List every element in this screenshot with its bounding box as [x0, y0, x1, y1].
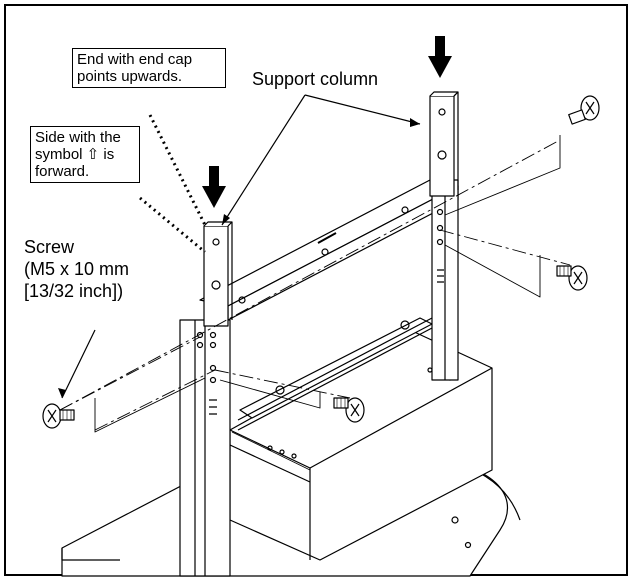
- callout-end-cap-line-1: End with end cap: [77, 51, 193, 68]
- callout-symbol-side-line-2: symbol ⇧ is: [35, 146, 115, 163]
- screw-guide-boxes: [94, 135, 561, 433]
- support-column-left: [203, 221, 233, 327]
- rear-right-upright: [431, 179, 459, 381]
- screw-left: [42, 403, 75, 429]
- support-column-right: [429, 91, 459, 197]
- callout-symbol-side: Side with the symbol ⇧ is forward.: [30, 126, 140, 183]
- leader-lines: [58, 94, 421, 399]
- front-left-upright: [179, 319, 231, 577]
- screw-right-upper: [568, 95, 600, 125]
- label-screw-line-1: Screw: [24, 237, 75, 257]
- label-support-column: Support column: [252, 69, 379, 89]
- callout-symbol-side-line-1: Side with the: [35, 129, 121, 146]
- label-screw: Screw (M5 x 10 mm [13/32 inch]): [24, 236, 129, 302]
- rear-beam: [199, 179, 459, 321]
- screw-right-lower: [556, 265, 588, 291]
- label-screw-line-3: [13/32 inch]): [24, 281, 124, 301]
- screw-center: [333, 397, 365, 423]
- dotted-pointers: [139, 114, 207, 254]
- side-rail: [237, 317, 433, 431]
- callout-end-cap-line-2: points upwards.: [77, 68, 183, 85]
- center-lines: [59, 139, 571, 431]
- callout-end-cap: End with end cap points upwards.: [72, 48, 226, 88]
- callout-symbol-side-line-3: forward.: [35, 163, 90, 180]
- down-arrow-left: [202, 166, 226, 208]
- label-screw-line-2: (M5 x 10 mm: [24, 259, 130, 279]
- down-arrow-right: [428, 36, 452, 78]
